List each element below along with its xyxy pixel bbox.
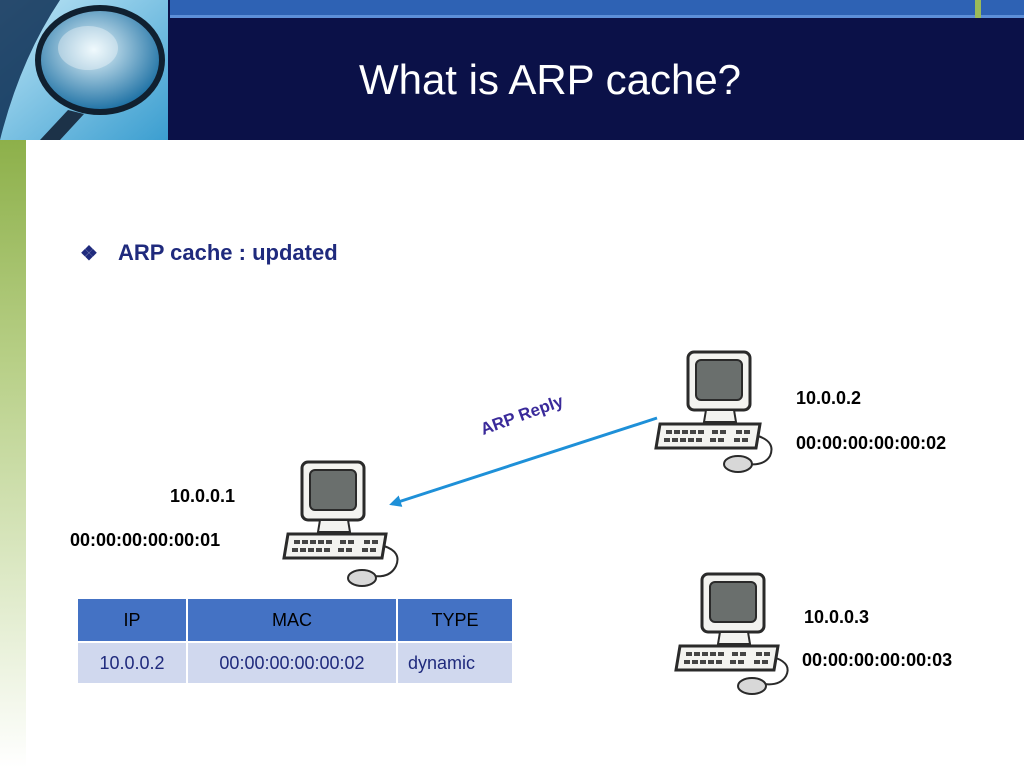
host-mac: 00:00:00:00:00:03	[802, 650, 953, 670]
cell-mac: 00:00:00:00:00:02	[186, 641, 398, 685]
cell-type: dynamic	[396, 641, 514, 685]
magnifier-logo-icon	[0, 0, 168, 140]
table-row: 10.0.0.2 00:00:00:00:00:02 dynamic	[76, 641, 514, 685]
side-accent-bar	[0, 140, 26, 768]
arp-cache-table: IP MAC TYPE 10.0.0.2 00:00:00:00:00:02 d…	[76, 597, 514, 685]
bullet-point: ❖ ARP cache : updated	[80, 240, 338, 266]
header-stripe-highlight	[170, 15, 1024, 18]
diamond-bullet-icon: ❖	[80, 243, 98, 265]
computer-icon	[280, 460, 410, 597]
header-accent	[975, 0, 981, 18]
table-header-row: IP MAC TYPE	[76, 597, 514, 643]
slide-title: What is ARP cache?	[358, 56, 742, 103]
column-header-type: TYPE	[396, 597, 514, 643]
host-mac: 00:00:00:00:00:02	[796, 433, 947, 453]
header-stripe	[170, 0, 1024, 18]
column-header-mac: MAC	[186, 597, 398, 643]
column-header-ip: IP	[76, 597, 188, 643]
host-ip: 10.0.0.2	[796, 388, 862, 408]
computer-icon	[652, 350, 782, 487]
bullet-text: ARP cache : updated	[118, 240, 338, 265]
host-mac: 00:00:00:00:00:01	[70, 530, 221, 550]
slide-header	[0, 0, 1024, 140]
cell-ip: 10.0.0.2	[76, 641, 188, 685]
computer-icon	[672, 572, 802, 709]
host-ip: 10.0.0.1	[170, 486, 236, 506]
host-ip: 10.0.0.3	[804, 607, 870, 627]
